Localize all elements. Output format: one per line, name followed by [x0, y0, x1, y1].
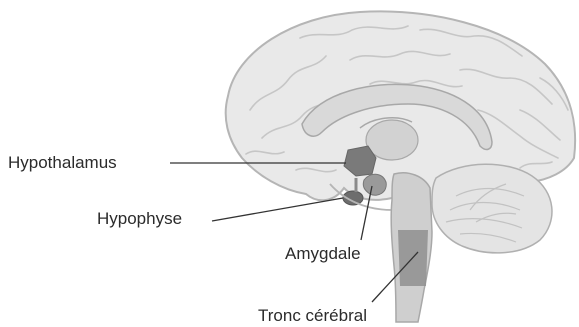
- label-hypothalamus: Hypothalamus: [8, 153, 117, 173]
- label-amygdale: Amygdale: [285, 244, 361, 264]
- label-tronc-cerebral: Tronc cérébral: [258, 306, 367, 326]
- leader-hypophyse: [212, 198, 343, 221]
- label-hypophyse: Hypophyse: [97, 209, 182, 229]
- cerebellum: [432, 164, 552, 253]
